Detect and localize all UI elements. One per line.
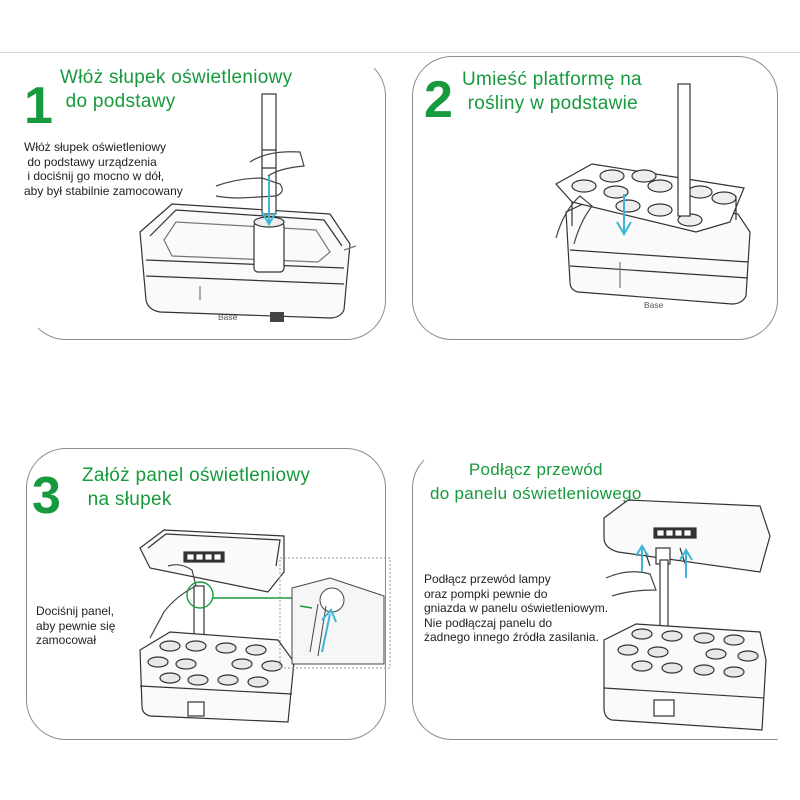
- step-2-number: 2: [424, 71, 453, 129]
- step-4-title: Podłącz przewód do panelu oświetlenioweg…: [430, 460, 642, 503]
- step-1-number: 1: [24, 77, 53, 135]
- step-2-title: Umieść platformę na rośliny w podstawie: [462, 69, 642, 114]
- step-4-description: Podłącz przewód lampy oraz pompki pewnie…: [424, 572, 609, 644]
- top-separator: [0, 52, 800, 53]
- step-1-base-label: Base: [218, 312, 238, 322]
- step-2-base-label: Base: [644, 300, 664, 310]
- step-1-description: Włóż słupek oświetleniowy do podstawy ur…: [24, 140, 183, 198]
- step-3-description: Dociśnij panel, aby pewnie się zamocował: [36, 604, 116, 647]
- step-3-title: Załóż panel oświetleniowy na słupek: [82, 465, 311, 510]
- step-1-title: Włóż słupek oświetleniowy do podstawy: [60, 67, 293, 112]
- step-3-number: 3: [32, 467, 61, 525]
